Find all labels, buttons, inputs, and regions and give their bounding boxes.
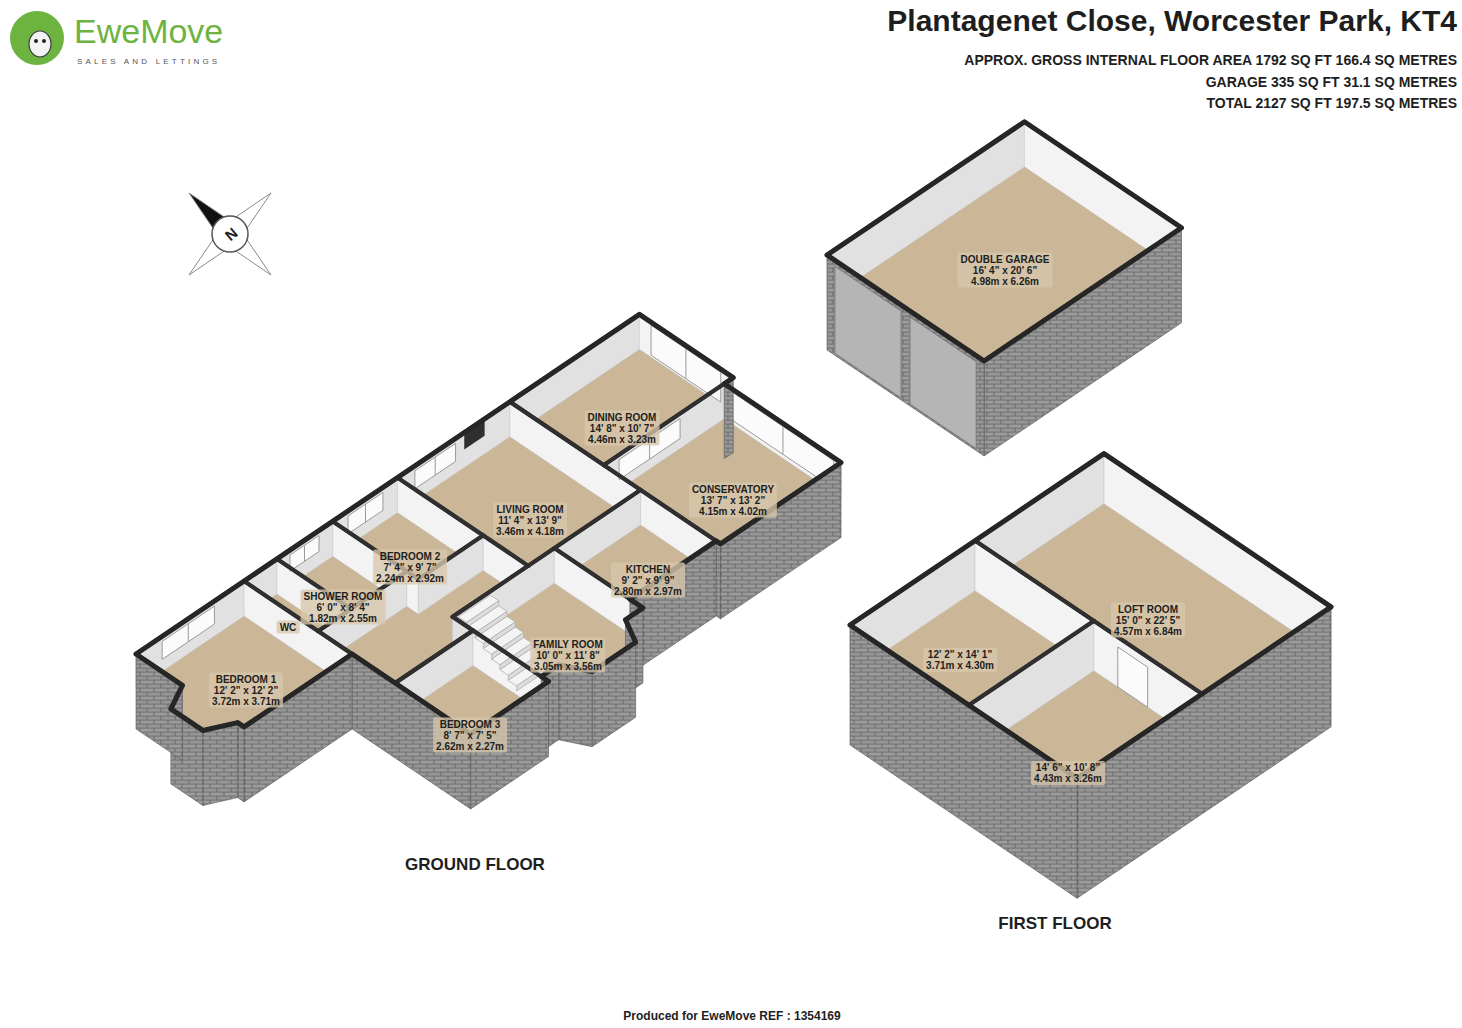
wall-top	[975, 541, 1094, 621]
room-dimensions: 3.72m x 3.71m	[212, 696, 280, 707]
room-dimensions: 15' 0" x 22' 5"	[1114, 615, 1182, 626]
wall-top	[395, 630, 473, 683]
room: WC	[277, 621, 300, 634]
outer-wall-top	[136, 314, 841, 734]
room: DINING ROOM14' 8" x 10' 7"4.46m x 3.23m	[585, 411, 660, 446]
wall-top	[453, 548, 555, 617]
brick-wall	[716, 541, 720, 619]
room-name: SHOWER ROOM	[304, 591, 383, 602]
room-name: KITCHEN	[614, 564, 682, 575]
room-dimensions: 3.46m x 4.18m	[496, 526, 564, 537]
room-name: LOFT ROOM	[1114, 604, 1182, 615]
room: KITCHEN9' 2" x 9' 9"2.80m x 2.97m	[611, 563, 685, 598]
wall-top	[554, 490, 640, 548]
room-name: CONSERVATORY	[692, 484, 774, 495]
window-mullion	[188, 624, 189, 642]
room-dimensions: 16' 4" x 20' 6"	[961, 265, 1050, 276]
room: BEDROOM 38' 7" x 7' 5"2.62m x 2.27m	[433, 718, 507, 753]
room-name: BEDROOM 3	[436, 719, 504, 730]
room-dimensions: 4.98m x 6.26m	[961, 276, 1050, 287]
room: FAMILY ROOM10' 0" x 11' 8"3.05m x 3.56m	[530, 638, 605, 673]
window-mullion	[365, 504, 366, 522]
room-name: DINING ROOM	[588, 412, 657, 423]
plan-title: Plantagenet Close, Worcester Park, KT4	[887, 3, 1457, 38]
footer-note: Produced for EweMove REF : 1354169	[623, 1009, 840, 1023]
room-name: WC	[280, 622, 297, 633]
wall-face	[1104, 454, 1331, 657]
outer-wall-top	[827, 122, 1182, 361]
garage-door	[910, 317, 976, 449]
room: 12' 2" x 14' 1"3.71m x 4.30m	[923, 648, 997, 672]
brick-wall	[559, 665, 592, 747]
room-dimensions: 14' 8" x 10' 7"	[588, 423, 657, 434]
room-dimensions: 8' 7" x 7' 5"	[436, 730, 504, 741]
sheep-eye	[42, 39, 46, 43]
brick-wall	[238, 723, 244, 802]
room: BEDROOM 112' 2" x 12' 2"3.72m x 3.71m	[209, 673, 283, 708]
room: CONSERVATORY13' 7" x 13' 2"4.15m x 4.02m	[689, 483, 777, 518]
sheep-face	[29, 31, 51, 57]
room: DOUBLE GARAGE16' 4" x 20' 6"4.98m x 6.26…	[958, 253, 1053, 288]
room-dimensions: 11' 4" x 13' 9"	[496, 515, 564, 526]
room-dimensions: 4.57m x 6.84m	[1114, 626, 1182, 637]
wall-face	[639, 314, 733, 412]
room-name: BEDROOM 2	[376, 551, 444, 562]
garage-plan	[827, 122, 1182, 456]
room-dimensions: 4.15m x 4.02m	[692, 506, 774, 517]
floor-heading: FIRST FLOOR	[998, 914, 1111, 934]
window	[732, 392, 834, 489]
room-dimensions: 2.80m x 2.97m	[614, 586, 682, 597]
room-dimensions: 1.82m x 2.55m	[304, 613, 383, 624]
room-name: LIVING ROOM	[496, 504, 564, 515]
floor-heading: GROUND FLOOR	[405, 855, 545, 875]
room-dimensions: 3.71m x 4.30m	[926, 660, 994, 671]
room-dimensions: 14' 6" x 10' 8"	[1034, 762, 1102, 773]
room: LOFT ROOM15' 0" x 22' 5"4.57m x 6.84m	[1111, 603, 1185, 638]
room-dimensions: 9' 2" x 9' 9"	[614, 575, 682, 586]
first-floor-plan	[850, 454, 1331, 899]
compass-ring	[212, 216, 248, 252]
room-dimensions: 10' 0" x 11' 8"	[533, 650, 602, 661]
ground-floor-plan	[136, 314, 841, 809]
brick-wall	[203, 723, 238, 806]
window-mullion	[304, 545, 305, 561]
logo-tagline: SALES AND LETTINGS	[77, 57, 220, 66]
room: BEDROOM 27' 4" x 9' 7"2.24m x 2.92m	[373, 550, 447, 585]
room-dimensions: 7' 4" x 9' 7"	[376, 562, 444, 573]
room-dimensions: 13' 7" x 13' 2"	[692, 495, 774, 506]
room-dimensions: 12' 2" x 14' 1"	[926, 649, 994, 660]
logo-wordmark: EweMove	[74, 12, 223, 51]
room: SHOWER ROOM6' 0" x 8' 4"1.82m x 2.55m	[301, 590, 386, 625]
room-dimensions: 3.05m x 3.56m	[533, 661, 602, 672]
sheep-fleece	[10, 11, 64, 65]
wall-top	[395, 630, 473, 683]
room-name: FAMILY ROOM	[533, 639, 602, 650]
outer-wall-top	[850, 454, 1331, 779]
room: 14' 6" x 10' 8"4.43m x 3.26m	[1031, 761, 1105, 785]
window-mullion	[685, 349, 686, 379]
window-mullion	[435, 457, 436, 475]
room-dimensions: 2.24m x 2.92m	[376, 573, 444, 584]
compass-letter: N	[221, 224, 240, 244]
garage-door	[835, 266, 901, 398]
room-dimensions: 4.46m x 3.23m	[588, 434, 657, 445]
wall-top	[975, 541, 1202, 694]
wall-top	[483, 535, 528, 565]
floor-area: TOTAL 2127 SQ FT 197.5 SQ METRES	[1206, 95, 1457, 111]
sheep-eye	[34, 39, 38, 43]
room-name: BEDROOM 1	[212, 674, 280, 685]
window-mullion	[782, 426, 783, 454]
compass-rose	[189, 193, 271, 275]
floor-area: GARAGE 335 SQ FT 31.1 SQ METRES	[1206, 74, 1457, 90]
room-dimensions: 4.43m x 3.26m	[1034, 773, 1102, 784]
room: LIVING ROOM11' 4" x 13' 9"3.46m x 4.18m	[493, 503, 567, 538]
room-name: DOUBLE GARAGE	[961, 254, 1050, 265]
room-dimensions: 2.62m x 2.27m	[436, 741, 504, 752]
floor-area: APPROX. GROSS INTERNAL FLOOR AREA 1792 S…	[964, 52, 1457, 68]
room-dimensions: 12' 2" x 12' 2"	[212, 685, 280, 696]
room-dimensions: 6' 0" x 8' 4"	[304, 602, 383, 613]
logo-sheep	[10, 11, 64, 65]
